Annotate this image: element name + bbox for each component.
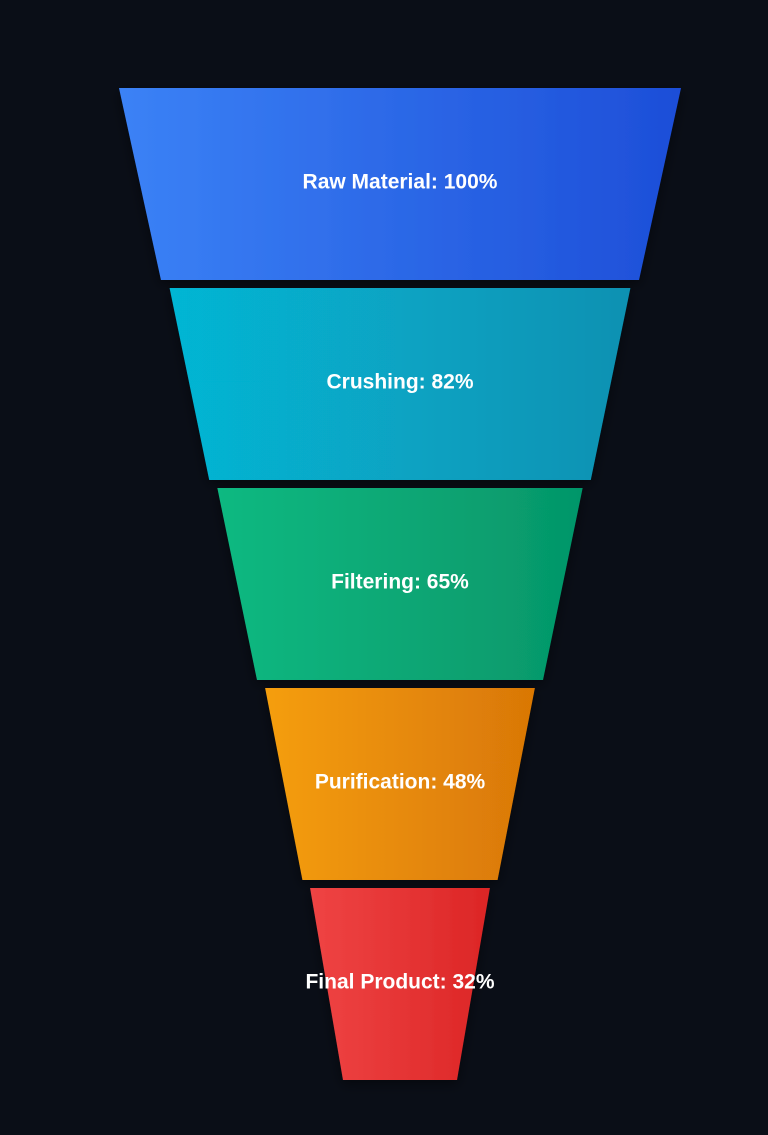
funnel-label-final-product: Final Product: 32% [305,971,494,994]
funnel-labels: Raw Material: 100% Crushing: 82% Filtering… [303,171,498,994]
funnel-stage-purification [265,688,535,880]
funnel-stage-filtering [217,488,583,680]
funnel-stages [119,88,681,1080]
funnel-label-purification: Purification: 48% [315,771,486,794]
funnel-label-filtering: Filtering: 65% [331,571,469,594]
funnel-stage-final-product [310,888,490,1080]
funnel-stage-crushing [169,288,631,480]
funnel-label-raw-material: Raw Material: 100% [303,171,498,194]
funnel-label-crushing: Crushing: 82% [326,371,473,394]
funnel-stage-raw-material [119,88,681,280]
